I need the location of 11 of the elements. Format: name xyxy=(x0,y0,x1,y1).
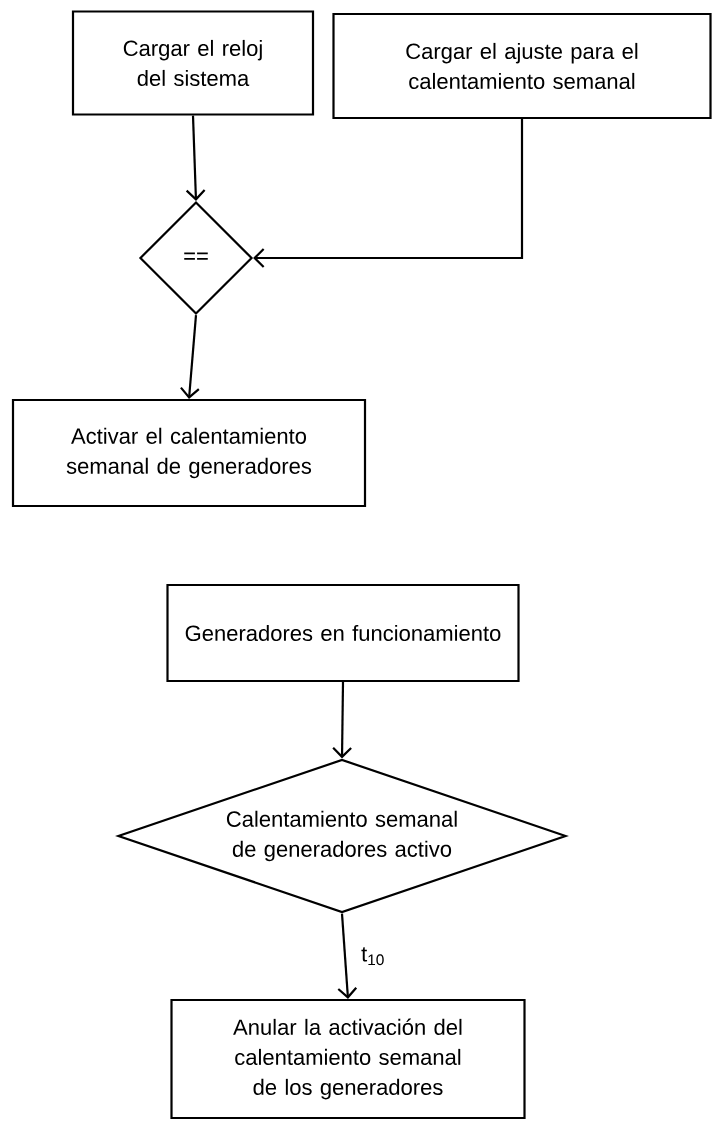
process-box: Anular la activación del calentamiento semanal de los generadores xyxy=(170,998,526,1120)
arrow xyxy=(253,119,524,268)
arrow xyxy=(337,913,358,999)
arrow xyxy=(180,315,200,399)
process-box: Cargar el reloj del sistema xyxy=(71,10,315,116)
edge-label: t$_{10}$ xyxy=(361,947,384,966)
process-box: Cargar el ajuste para el calentamiento semanal xyxy=(332,12,712,120)
process-box: Activar el calentamiento semanal de generadores xyxy=(11,398,367,508)
process-box: Generadores en funcionamiento xyxy=(166,583,520,683)
arrow xyxy=(185,115,206,201)
arrow xyxy=(332,682,352,759)
